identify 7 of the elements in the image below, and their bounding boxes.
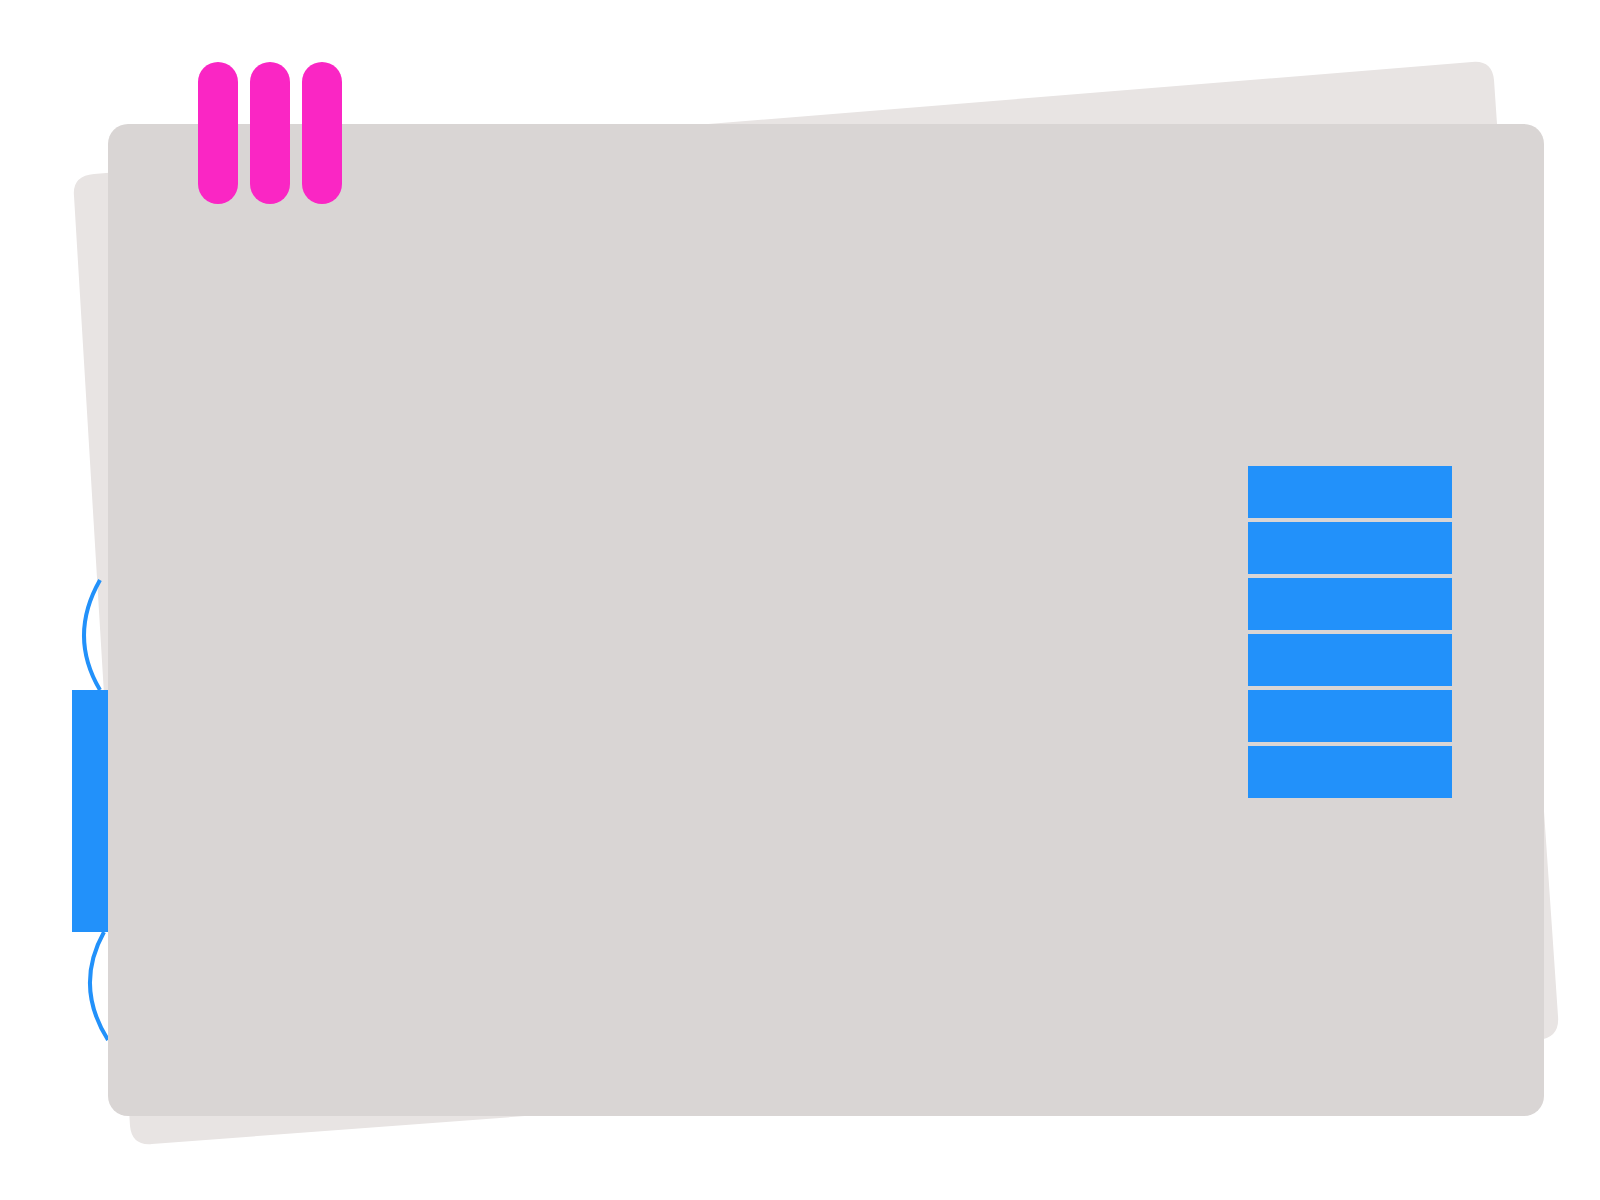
list-bar bbox=[1248, 578, 1452, 630]
list-bar bbox=[1248, 746, 1452, 798]
list-bar bbox=[1248, 522, 1452, 574]
list-bar bbox=[1248, 466, 1452, 518]
list-bar bbox=[1248, 634, 1452, 686]
card-panel bbox=[108, 124, 1544, 1116]
list-bar bbox=[1248, 690, 1452, 742]
